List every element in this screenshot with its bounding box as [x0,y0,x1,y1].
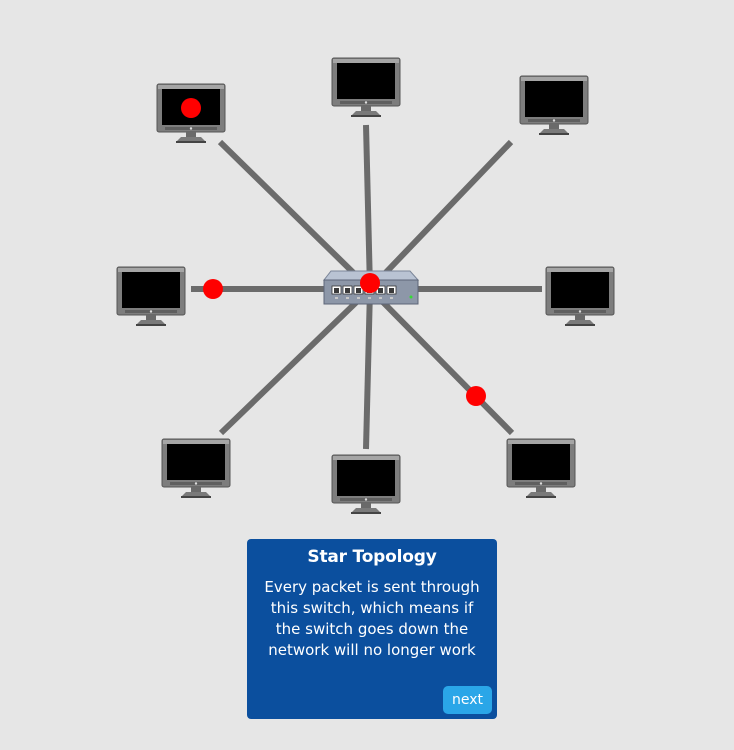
packet [203,279,223,299]
packet [466,386,486,406]
computer-bottom [331,454,401,514]
computer-bottom-right [506,438,576,498]
info-line: this switch, which means if [270,599,474,617]
info-line: network will no longer work [268,641,476,659]
next-button[interactable]: next [443,686,492,714]
info-body: Every packet is sent through this switch… [255,577,489,661]
info-line: the switch goes down the [275,620,469,638]
computer-top-right [519,75,589,135]
info-line: Every packet is sent through [264,578,480,596]
link-top-right [367,139,514,292]
link-bottom-right [367,286,515,436]
computer-top [331,57,401,117]
info-card: Star Topology Every packet is sent throu… [247,539,497,719]
link-bottom-left [218,286,373,436]
link-top [363,124,373,290]
computer-right [545,266,615,326]
switch-led [409,295,413,299]
computer-left [116,266,186,326]
star-topology-diagram [116,57,615,514]
computer-bottom-left [161,438,231,498]
packet [181,98,201,118]
link-top-left [217,139,373,292]
link-bottom [363,288,373,450]
packet [360,273,380,293]
info-title: Star Topology [307,547,437,567]
